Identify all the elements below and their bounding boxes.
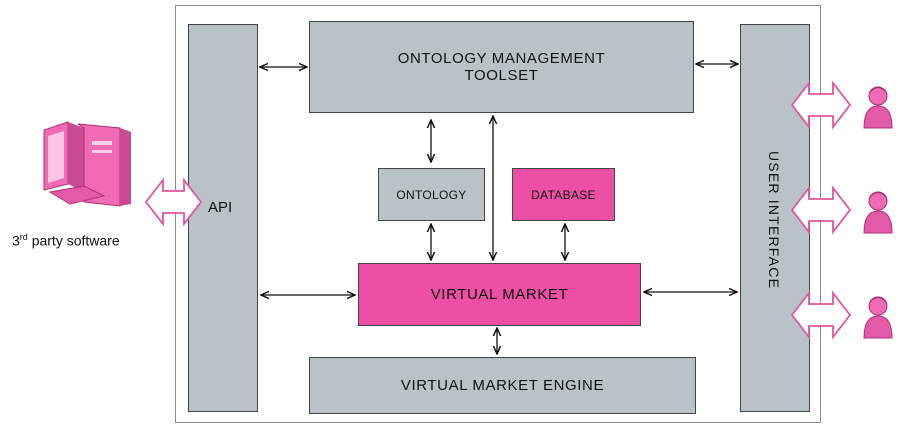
virtual-market-label: VIRTUAL MARKET [430, 286, 569, 303]
double-arrow-icon [790, 290, 852, 340]
virtual-market-engine-label: VIRTUAL MARKET ENGINE [400, 377, 605, 394]
user-icon [863, 296, 893, 339]
third-party-software-label: 3rd party software [12, 232, 120, 249]
virtual-market-box: VIRTUAL MARKET [358, 263, 641, 326]
third-party-sup: rd [19, 232, 28, 242]
double-arrow-icon [790, 80, 852, 130]
user-interface-label: USER INTERFACE [766, 150, 782, 290]
api-column [188, 24, 258, 412]
user-icon [863, 86, 893, 129]
virtual-market-engine-box: VIRTUAL MARKET ENGINE [309, 357, 696, 414]
computer-icon [43, 121, 131, 207]
third-party-prefix: 3 [12, 232, 20, 249]
database-label: DATABASE [531, 187, 596, 202]
ontology-label: ONTOLOGY [396, 187, 467, 202]
api-label: API [208, 199, 233, 216]
double-arrow-icon [790, 185, 852, 235]
user-icon [863, 191, 893, 234]
double-arrow-icon [144, 177, 203, 227]
ontology-box: ONTOLOGY [378, 168, 485, 221]
ontology-management-toolset-box: ONTOLOGY MANAGEMENT TOOLSET [309, 21, 694, 113]
database-box: DATABASE [512, 168, 615, 221]
user-interface-label-wrap: USER INTERFACE [752, 120, 796, 320]
omt-line2: TOOLSET [464, 67, 539, 84]
omt-line1: ONTOLOGY MANAGEMENT [397, 50, 606, 67]
third-party-suffix: party software [27, 232, 120, 249]
